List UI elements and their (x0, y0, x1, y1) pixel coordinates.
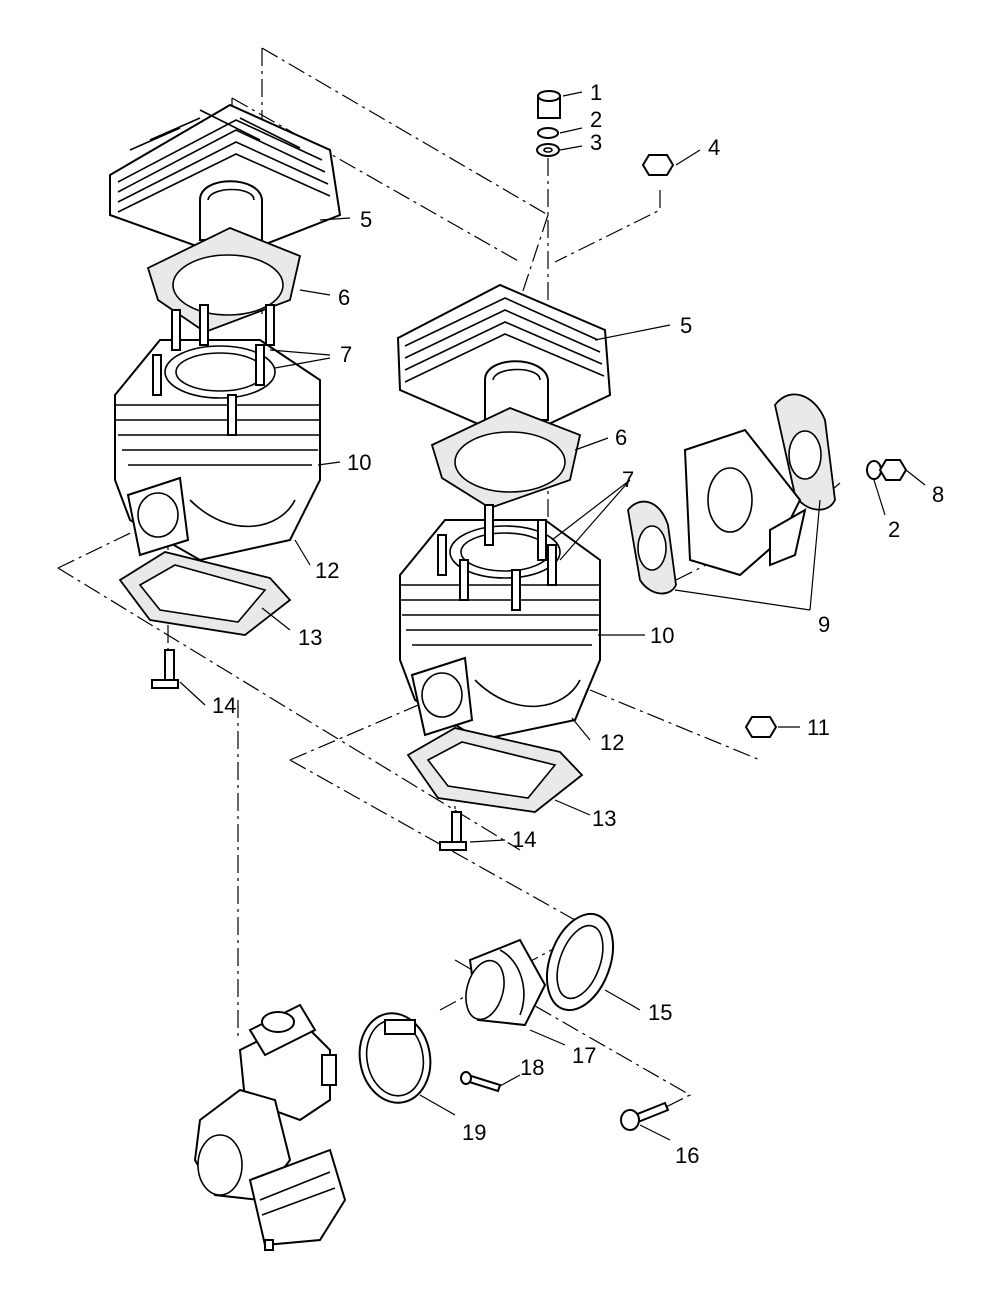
callout-11: 11 (807, 715, 830, 740)
head-gasket-left (146, 227, 302, 334)
fitting-left (151, 649, 179, 689)
nut-11 (744, 716, 778, 738)
cylinder-left (114, 339, 321, 562)
callout-15: 15 (648, 1000, 672, 1025)
callout-14: 14 (212, 693, 236, 718)
callout-2: 2 (888, 517, 900, 542)
callout-6: 6 (338, 285, 350, 310)
callout-16: 16 (675, 1143, 699, 1168)
callout-19: 19 (462, 1120, 486, 1145)
callout-12: 12 (315, 558, 339, 583)
cylinder-right (399, 519, 601, 742)
callout-13: 13 (298, 625, 322, 650)
cylinder-head-left (109, 103, 342, 260)
screw-18 (460, 1071, 502, 1093)
fitting-right (439, 811, 467, 851)
cylinder-head-right (396, 283, 612, 442)
callout-6: 6 (615, 425, 627, 450)
callout-3: 3 (590, 130, 602, 155)
callout-5: 5 (680, 313, 692, 338)
callout-17: 17 (572, 1043, 596, 1068)
base-gasket-left (118, 551, 292, 636)
callout-10: 10 (650, 623, 674, 648)
callout-18: 18 (520, 1055, 544, 1080)
callout-14: 14 (512, 827, 536, 852)
exhaust-nut-washer (866, 459, 908, 481)
head-gasket-right (430, 407, 582, 509)
callout-1: 1 (590, 80, 602, 105)
callout-4: 4 (708, 135, 720, 160)
clamp (358, 1012, 432, 1104)
leader-lines (179, 91, 926, 1141)
callout-7: 7 (622, 467, 634, 492)
callout-5: 5 (360, 207, 372, 232)
carburetor (193, 1003, 347, 1251)
callout-10: 10 (347, 450, 371, 475)
callout-9: 9 (818, 612, 830, 637)
callout-12: 12 (600, 730, 624, 755)
intake-adapter (465, 938, 547, 1027)
callout-labels: 1 2 3 4 5 6 7 10 12 13 14 5 6 7 8 2 9 10… (212, 80, 944, 1168)
intake-gasket (546, 912, 614, 1012)
studs-left (152, 304, 275, 436)
exhaust-manifold-plate (627, 393, 836, 595)
bolt-16 (620, 1101, 670, 1131)
callout-8: 8 (932, 482, 944, 507)
studs-right (437, 504, 557, 611)
callout-7: 7 (340, 342, 352, 367)
callout-13: 13 (592, 806, 616, 831)
hardware-top (536, 90, 675, 176)
callout-2: 2 (590, 107, 602, 132)
base-gasket-right (406, 727, 584, 813)
